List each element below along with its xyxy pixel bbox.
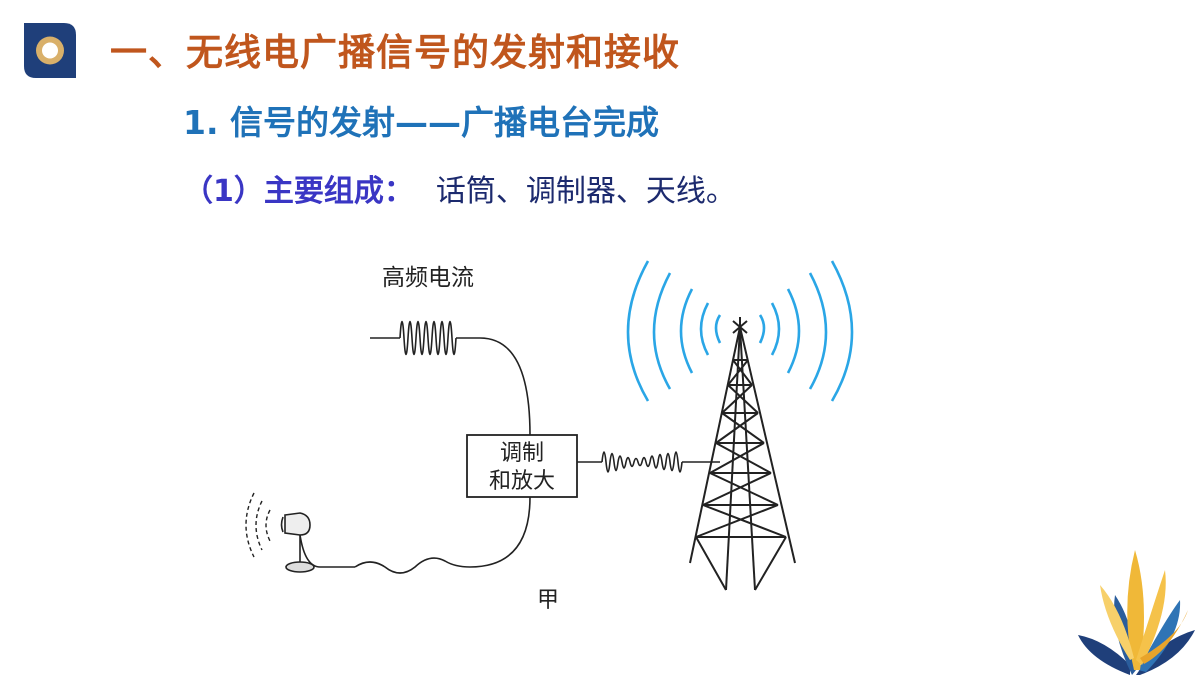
page-title: 一、无线电广播信号的发射和接收 [110,31,680,74]
box-label-line2: 和放大 [489,469,555,494]
transmission-diagram: 高频电流 调制 和放大 [230,245,870,625]
components-label: （1）主要组成： [183,174,414,209]
logo-icon [24,23,76,78]
modulation-box [466,434,578,498]
section-heading: 1. 信号的发射——广播电台完成 [183,103,659,142]
radio-waves-icon [626,260,854,402]
audio-signal-wave-icon [299,496,531,574]
diagram-caption: 甲 [537,588,559,613]
box-label-line1: 调制 [500,441,544,466]
microphone-icon [280,512,315,573]
sound-waves-icon [245,492,271,558]
high-freq-wave-icon [370,320,531,436]
antenna-tower-icon [689,317,796,591]
components-item: （1）主要组成： 话筒、调制器、天线。 [183,166,736,210]
high-freq-current-label: 高频电流 [382,265,474,291]
components-content: 话筒、调制器、天线。 [435,174,736,209]
modulated-wave-icon [577,451,720,473]
decorative-plant-icon [1070,540,1200,675]
